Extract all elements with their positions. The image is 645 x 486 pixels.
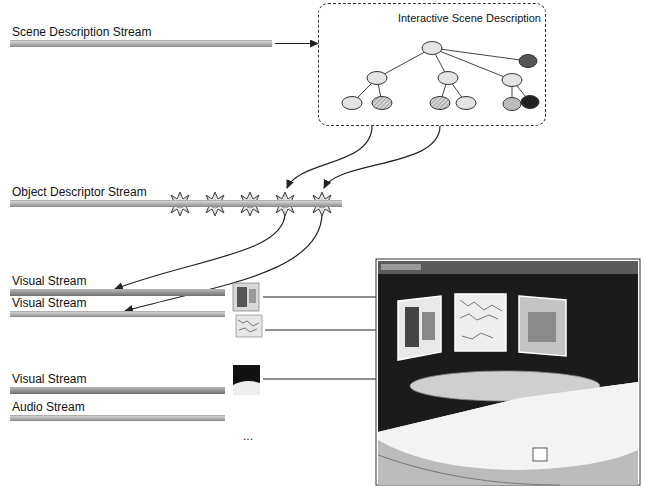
thumbnail [233,283,262,395]
stream-label: Visual Stream [12,297,86,310]
stream-band: Visual Stream [10,289,225,296]
stream-arrow [287,126,372,188]
stream-band: Visual Stream [10,387,225,394]
stream-label: Scene Description Stream [12,26,151,39]
box-title: Interactive Scene Description [398,12,541,25]
scene-description-box: Interactive Scene Description [318,3,546,126]
stream-label: Visual Stream [12,275,86,288]
stream-label: Visual Stream [12,373,86,386]
stream-label: Object Descriptor Stream [12,186,147,199]
stream-band: Visual Stream [10,311,225,317]
ellipsis-label: ... [243,430,253,443]
stream-band: Audio Stream [10,415,225,421]
stream-arrow [115,213,285,289]
stream-label: Audio Stream [12,401,85,414]
stream-arrow [275,43,318,44]
stream-arrow [324,126,440,188]
stream-arrow [125,213,322,311]
scene-screenshot [376,259,640,485]
stream-band: Scene Description Stream [10,40,272,47]
stream-band: Object Descriptor Stream [10,200,342,207]
